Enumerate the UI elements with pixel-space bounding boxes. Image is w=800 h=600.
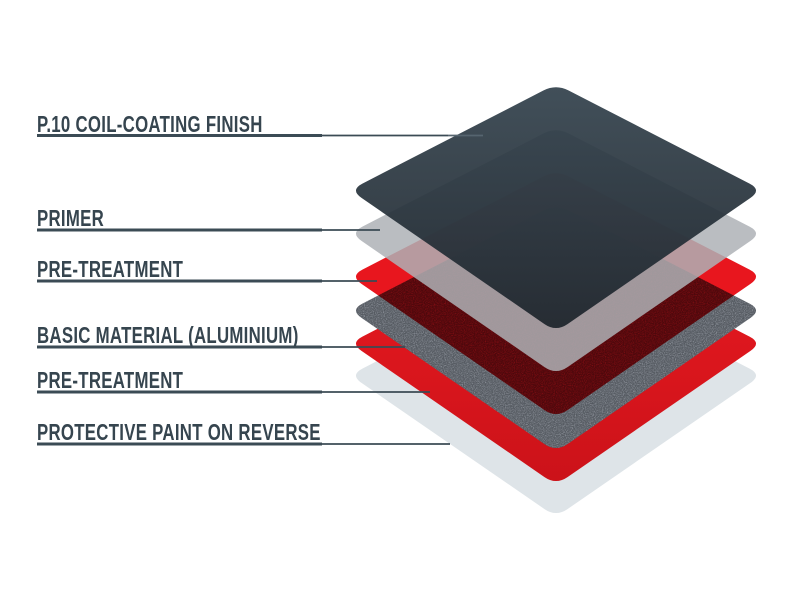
label-basic-material-aluminium: BASIC MATERIAL (ALUMINIUM): [37, 322, 299, 348]
label-pre-treatment-top: PRE-TREATMENT: [37, 256, 184, 282]
label-protective-paint-on-reverse: PROTECTIVE PAINT ON REVERSE: [37, 419, 321, 445]
label-primer: PRIMER: [37, 205, 105, 231]
label-p10-coil-coating-finish: P.10 COIL-COATING FINISH: [37, 111, 263, 137]
label-pre-treatment-bottom: PRE-TREATMENT: [37, 367, 184, 393]
leader-lines: [37, 134, 483, 446]
